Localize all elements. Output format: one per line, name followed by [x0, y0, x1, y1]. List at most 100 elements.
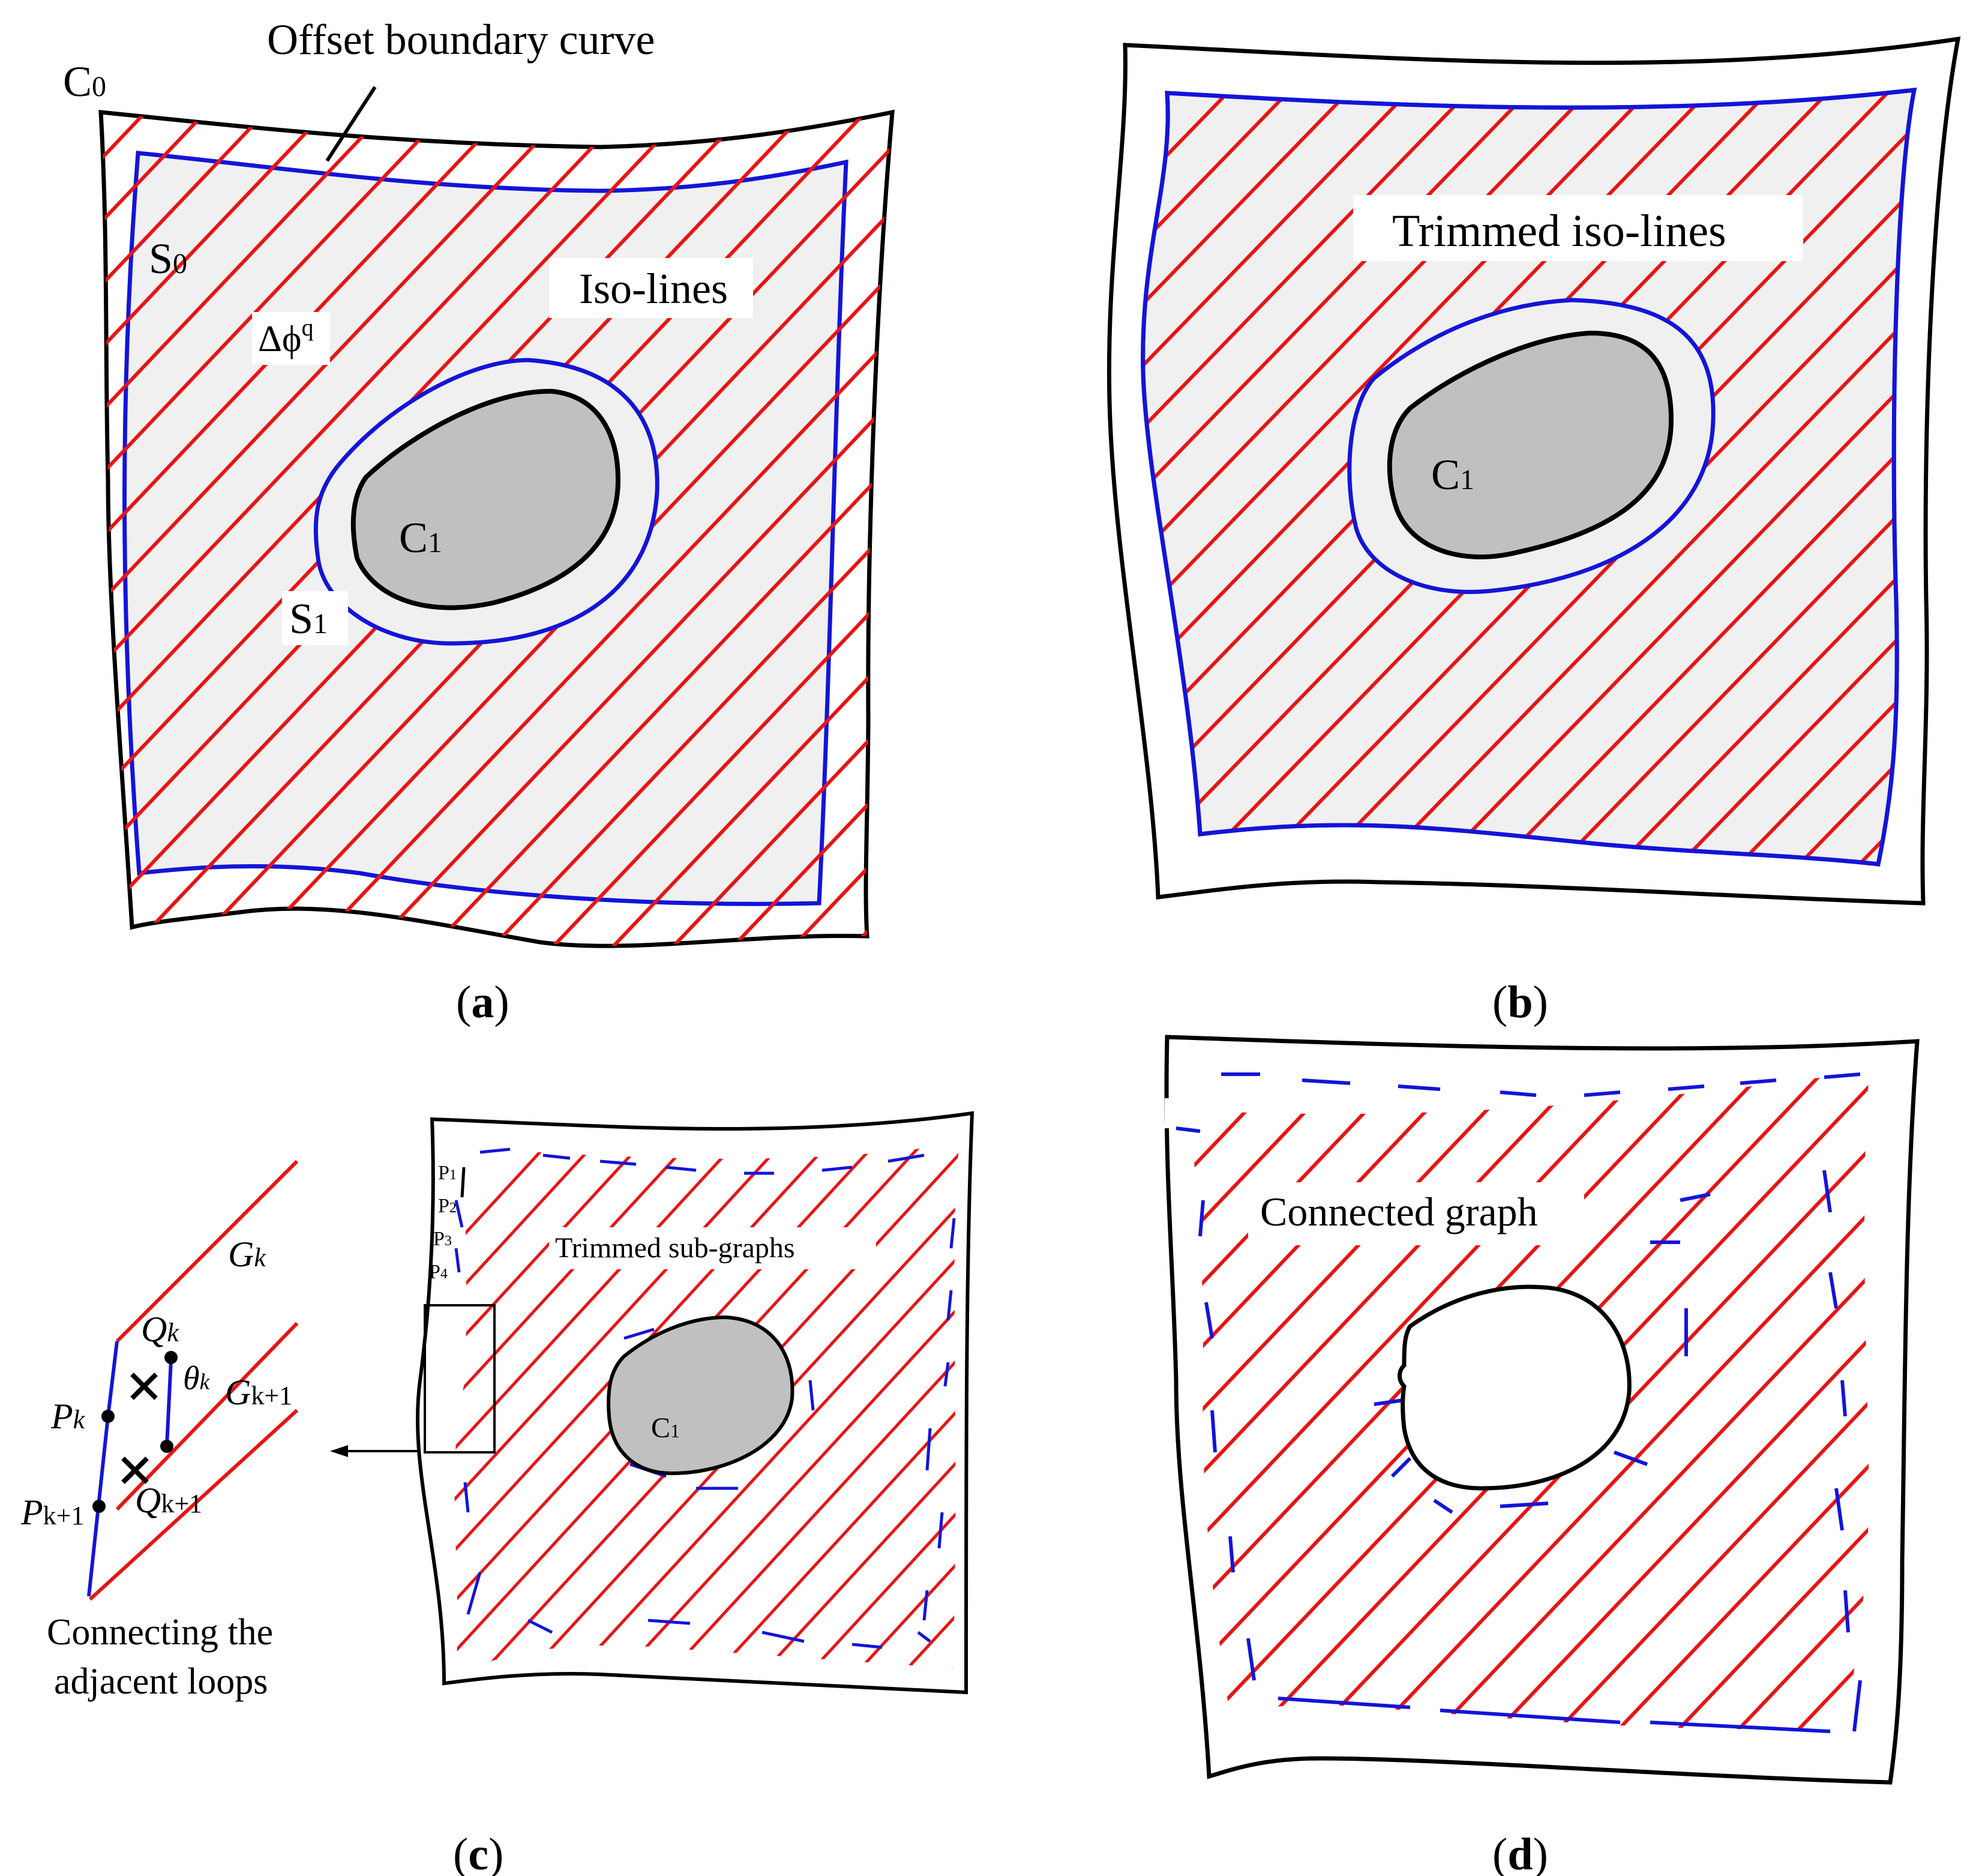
connector-c-22: [623, 1327, 655, 1340]
trimmed-iso-lines-label: Trimmed iso-lines: [1392, 206, 1726, 256]
iso-line-d-1: [1185, 1071, 1360, 1730]
qk1-label: Qk+1: [135, 1481, 202, 1520]
connector-c-1: [542, 1153, 571, 1160]
iso-line-a-0: [0, 90, 47, 960]
gk-label: Gk: [228, 1234, 266, 1274]
iso-line-a-22: [538, 112, 892, 946]
panel-a: Offset boundary curve C0 S0 Δϕq Iso-line…: [0, 16, 895, 1027]
iso-line-b-22: [1654, 90, 1914, 864]
gk1-label: Gk+1: [225, 1372, 292, 1412]
connector-d-3: [1500, 1090, 1537, 1097]
panel-a-caption: (a): [456, 977, 509, 1027]
p1-label: P1: [438, 1162, 457, 1184]
iso-line-a-6: [101, 112, 408, 946]
connector-c-19: [454, 1200, 464, 1228]
iso-line-c-15: [755, 1143, 960, 1674]
pk-point: [101, 1410, 115, 1423]
panel-d-graph-connectors: [1176, 1072, 1862, 1733]
iso-line-d-7: [1185, 1071, 1720, 1730]
iso-line-d-17: [1666, 1071, 1869, 1730]
iso-line-a-11: [101, 112, 708, 946]
iso-line-c-13: [661, 1143, 960, 1674]
p4-label: P4: [429, 1261, 448, 1283]
panel-a-hole-c1: [350, 388, 621, 610]
panel-c-hole-c1: [607, 1315, 794, 1476]
connector-d-19: [1834, 1488, 1844, 1531]
panel-b-caption: (b): [1492, 977, 1548, 1027]
iso-line-b-20: [1534, 90, 1914, 864]
connector-c-5: [821, 1165, 853, 1172]
connector-c-7: [949, 1218, 956, 1249]
iso-line-c-11: [568, 1143, 960, 1674]
connector-c-14: [527, 1619, 553, 1634]
iso-line-a-7: [101, 112, 468, 946]
connector-c-8: [946, 1290, 953, 1321]
s0-label: S0: [149, 235, 187, 283]
c0-label: C0: [63, 58, 106, 106]
iso-line-d-11: [1306, 1071, 1869, 1730]
cross-marker-bottom: [121, 1457, 149, 1484]
connector-c-0: [479, 1147, 511, 1154]
connector-d-18: [1843, 1590, 1850, 1633]
panel-d-caption: (d): [1492, 1829, 1548, 1876]
connector-d-25: [1433, 1499, 1453, 1514]
connector-d-4: [1584, 1090, 1621, 1097]
panel-c-subgraph-connectors: [454, 1147, 956, 1649]
connector-d-12: [1228, 1536, 1235, 1573]
connector-d-20: [1840, 1380, 1847, 1417]
connector-c-23: [808, 1380, 815, 1411]
connector-c-17: [851, 1643, 883, 1649]
connector-d-10: [1204, 1302, 1214, 1339]
iso-line-a-25: [718, 112, 892, 946]
delta-phi-label: Δϕq: [258, 314, 314, 359]
iso-line-d-21: [1908, 1056, 1970, 1740]
connector-d-5: [1668, 1084, 1705, 1091]
offset-boundary-curve-label: Offset boundary curve: [267, 16, 655, 64]
connector-c-11: [937, 1512, 944, 1549]
pk1-point: [92, 1500, 106, 1513]
iso-line-b-21: [1594, 90, 1914, 864]
connector-c-3: [665, 1165, 697, 1172]
zoom-arrow-head: [330, 1445, 348, 1457]
iso-line-b-17: [1354, 90, 1914, 864]
zoom-box: [424, 1304, 496, 1454]
connector-c-9: [943, 1362, 950, 1387]
iso-line-b-27: [1956, 72, 1970, 888]
panel-a-labels: Offset boundary curve C0 S0 Δϕq Iso-line…: [63, 16, 753, 645]
iso-line-c-0: [454, 1143, 563, 1674]
iso-line-d-2: [1185, 1071, 1420, 1730]
iso-line-a-1: [101, 112, 108, 946]
qk-point: [164, 1351, 178, 1364]
panel-a-offset-leader: [325, 86, 377, 162]
iso-line-a-21: [478, 112, 892, 946]
iso-line-b-3: [1143, 90, 1309, 864]
connector-d-14: [1278, 1697, 1411, 1709]
iso-line-a-4: [101, 112, 288, 946]
panel-b: Trimmed iso-lines C1 (b): [1107, 36, 1970, 1027]
connector-d-30: [1680, 1192, 1711, 1202]
iso-line-d-18: [1726, 1071, 1869, 1730]
iso-line-d-5: [1185, 1071, 1600, 1730]
inset-caption-line2: adjacent loops: [54, 1661, 268, 1702]
connector-c-16: [761, 1631, 805, 1643]
theta-k-label: θk: [183, 1360, 211, 1397]
iso-line-c-16: [802, 1143, 960, 1674]
iso-line-a-24: [658, 112, 892, 946]
connector-d-13: [1246, 1638, 1256, 1681]
iso-line-a-19: [358, 112, 892, 946]
connector-c-6: [887, 1153, 925, 1163]
connector-c-13: [466, 1572, 482, 1615]
iso-lines-label: Iso-lines: [579, 265, 728, 313]
iso-line-d-15: [1546, 1071, 1869, 1730]
panel-c: Trimmed sub-graphs C1 P1 P2 P3 P4 (c): [415, 1111, 974, 1876]
iso-line-b-23: [1714, 90, 1914, 864]
qk1-point: [160, 1440, 173, 1453]
pk1-label: Pk+1: [20, 1493, 84, 1532]
iso-line-b-4: [1143, 90, 1369, 864]
trimmed-subgraphs-label: Trimmed sub-graphs: [555, 1232, 795, 1264]
connected-graph-label: Connected graph: [1260, 1189, 1538, 1234]
connector-d-1: [1302, 1078, 1351, 1085]
iso-line-d-13: [1426, 1071, 1869, 1730]
connector-c-18: [917, 1631, 931, 1643]
connector-d-2: [1398, 1084, 1441, 1091]
